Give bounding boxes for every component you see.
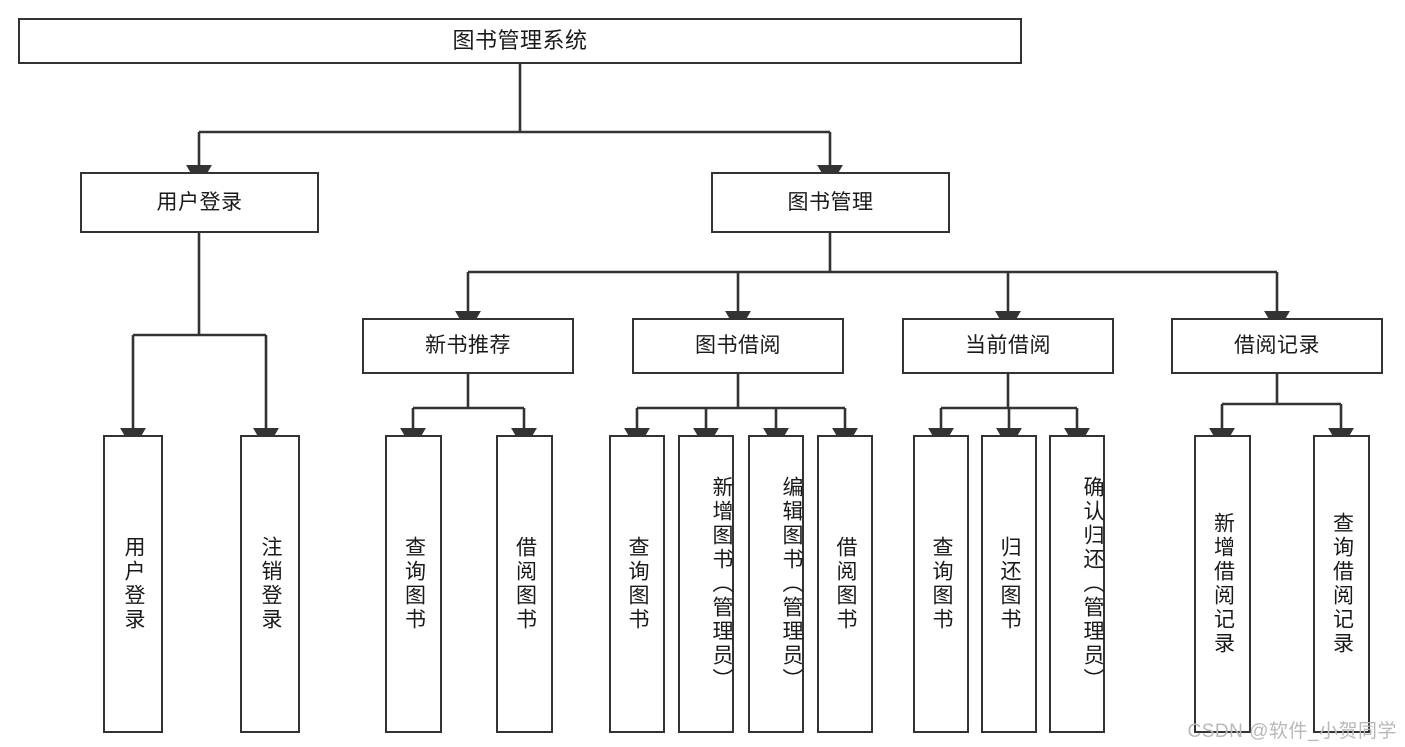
node-leaf-query-book-2-label: 查询图书 <box>626 536 650 632</box>
node-leaf-add-record[interactable]: 新增借阅记录 <box>1194 435 1251 733</box>
node-leaf-return-book-label: 归还图书 <box>998 536 1022 632</box>
node-borrow-record-label: 借阅记录 <box>1234 334 1320 358</box>
node-leaf-user-login[interactable]: 用户登录 <box>103 435 163 733</box>
node-book-borrow[interactable]: 图书借阅 <box>632 318 844 374</box>
node-root-label: 图书管理系统 <box>452 27 588 53</box>
node-leaf-query-book-2[interactable]: 查询图书 <box>609 435 665 733</box>
node-book-management-label: 图书管理 <box>787 190 874 214</box>
node-leaf-return-book[interactable]: 归还图书 <box>981 435 1037 733</box>
node-leaf-borrow-book-2[interactable]: 借阅图书 <box>817 435 873 733</box>
node-leaf-edit-book[interactable]: 编辑图书（管理员） <box>748 435 804 733</box>
node-new-book-recommend-label: 新书推荐 <box>425 334 511 358</box>
node-leaf-query-book-1-label: 查询图书 <box>402 536 426 632</box>
node-leaf-borrow-book-1-label: 借阅图书 <box>513 536 537 632</box>
node-current-borrow[interactable]: 当前借阅 <box>902 318 1114 374</box>
node-leaf-borrow-book-1[interactable]: 借阅图书 <box>496 435 553 733</box>
node-leaf-add-record-label: 新增借阅记录 <box>1211 512 1235 656</box>
node-leaf-edit-book-label: 编辑图书（管理员） <box>780 476 803 692</box>
node-leaf-confirm-return[interactable]: 确认归还（管理员） <box>1049 435 1105 733</box>
node-leaf-query-book-1[interactable]: 查询图书 <box>385 435 442 733</box>
node-leaf-query-book-3[interactable]: 查询图书 <box>913 435 969 733</box>
node-leaf-query-record-label: 查询借阅记录 <box>1330 512 1354 656</box>
node-leaf-add-book[interactable]: 新增图书（管理员） <box>678 435 734 733</box>
node-leaf-logout-label: 注销登录 <box>259 536 283 632</box>
node-new-book-recommend[interactable]: 新书推荐 <box>362 318 574 374</box>
node-user-login-label: 用户登录 <box>156 190 243 214</box>
watermark-text: CSDN @软件_小贺同学 <box>1187 721 1397 742</box>
node-borrow-record[interactable]: 借阅记录 <box>1171 318 1383 374</box>
node-user-login[interactable]: 用户登录 <box>80 172 319 233</box>
node-leaf-query-book-3-label: 查询图书 <box>930 536 954 632</box>
node-current-borrow-label: 当前借阅 <box>965 334 1051 358</box>
node-leaf-add-book-label: 新增图书（管理员） <box>710 476 733 692</box>
node-leaf-logout[interactable]: 注销登录 <box>240 435 300 733</box>
node-leaf-borrow-book-2-label: 借阅图书 <box>834 536 858 632</box>
node-book-borrow-label: 图书借阅 <box>695 334 781 358</box>
node-leaf-confirm-return-label: 确认归还（管理员） <box>1081 476 1104 692</box>
node-root-system[interactable]: 图书管理系统 <box>18 18 1022 64</box>
node-leaf-user-login-label: 用户登录 <box>122 536 146 632</box>
node-leaf-query-record[interactable]: 查询借阅记录 <box>1313 435 1370 733</box>
node-book-management[interactable]: 图书管理 <box>711 172 950 233</box>
